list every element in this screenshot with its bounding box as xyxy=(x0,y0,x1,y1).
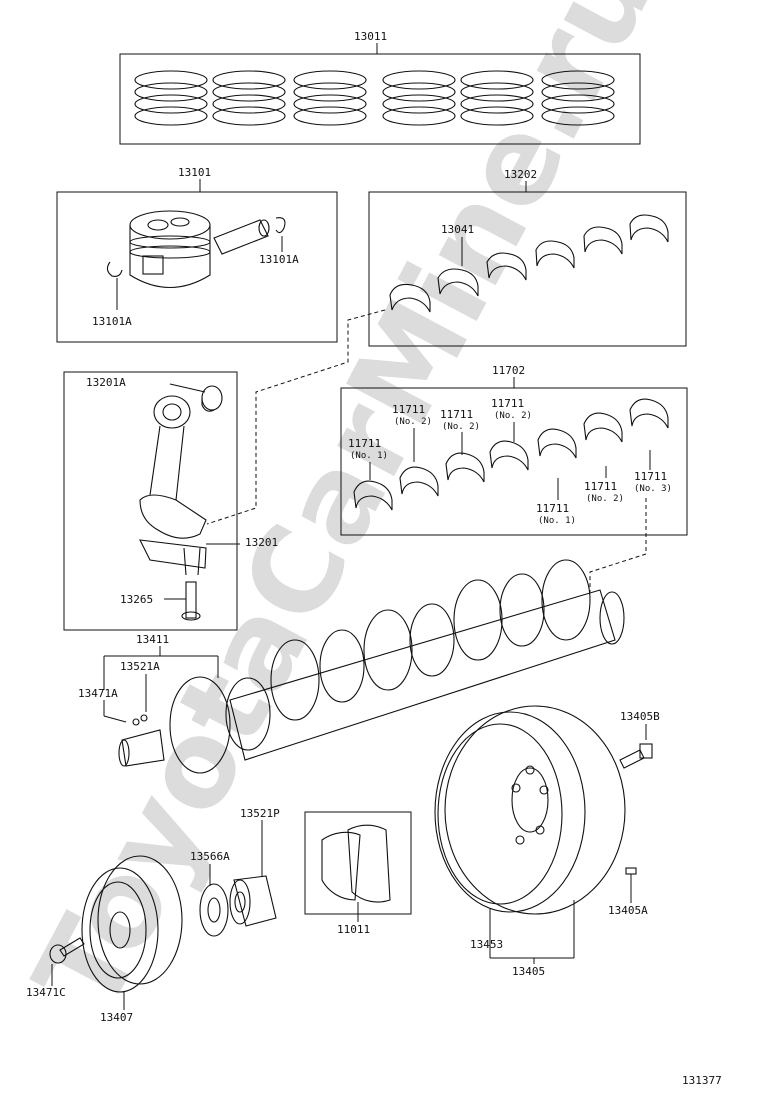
figure-number: 131377 xyxy=(682,1074,722,1087)
label-13101A-right: 13101A xyxy=(259,253,299,266)
main-bearing-shells-icon xyxy=(353,398,669,511)
label-11011: 11011 xyxy=(337,923,370,936)
label-11711-f: 11711 xyxy=(584,480,617,493)
flywheel-group: 13405B 13405A 13453 13405 xyxy=(434,705,660,978)
label-11711-g: 11711 xyxy=(634,470,667,483)
pulley-bolt-icon xyxy=(49,937,85,964)
label-11711-d: 11711 xyxy=(491,397,524,410)
conrod-bolt-icon xyxy=(181,581,201,621)
label-13521P: 13521P xyxy=(240,807,280,820)
crankshaft-group: 13411 13521A 13471A xyxy=(78,559,625,774)
crank-washer-icon xyxy=(199,883,229,937)
conrod-bearing-shells-icon xyxy=(389,214,669,313)
main-bearing-box xyxy=(340,387,688,536)
piston-ring-set-group: 13011 xyxy=(119,30,641,145)
label-13407: 13407 xyxy=(100,1011,133,1024)
clip-left-icon xyxy=(106,261,123,277)
label-13101A-left: 13101A xyxy=(92,315,132,328)
crank-gear-icon xyxy=(229,875,277,927)
piston-icon xyxy=(129,210,211,289)
label-11711-f-sub: (No. 2) xyxy=(586,494,624,504)
label-11711-a: 11711 xyxy=(348,437,381,450)
conrod-bearing-box xyxy=(368,191,687,347)
flywheel-bolt-icon xyxy=(619,743,653,769)
label-11711-e-sub: (No. 1) xyxy=(538,516,576,526)
piston-ring-box xyxy=(119,53,641,145)
label-13201A: 13201A xyxy=(86,376,126,389)
thrust-washer-group: 11011 xyxy=(304,811,412,936)
label-13411: 13411 xyxy=(136,633,169,646)
label-13405: 13405 xyxy=(512,965,545,978)
label-13201: 13201 xyxy=(245,536,278,549)
connecting-rod-group: 13201A 13201 13265 xyxy=(63,371,278,631)
connecting-rod-box xyxy=(63,371,238,631)
label-13041: 13041 xyxy=(441,223,474,236)
label-11711-c-sub: (No. 2) xyxy=(442,422,480,432)
front-parts-group: 13521P 13566A 13407 13471C xyxy=(26,807,280,1024)
label-13202: 13202 xyxy=(504,168,537,181)
ring-gear-pin-icon xyxy=(625,867,637,875)
clip-right-icon xyxy=(275,217,286,234)
label-13011: 13011 xyxy=(354,30,387,43)
label-13405A: 13405A xyxy=(608,904,648,917)
label-11711-a-sub: (No. 1) xyxy=(350,451,388,461)
main-bearing-group: 11702 11711 (No. 2) 11711 (No. 2) 11711 … xyxy=(340,364,688,536)
label-11711-c: 11711 xyxy=(440,408,473,421)
conrod-bush-icon xyxy=(201,385,223,412)
piston-rings-icon xyxy=(134,70,615,126)
label-13453: 13453 xyxy=(470,938,503,951)
crank-pulley-icon xyxy=(81,855,183,993)
label-13566A: 13566A xyxy=(190,850,230,863)
label-13405B: 13405B xyxy=(620,710,660,723)
label-11702: 11702 xyxy=(492,364,525,377)
label-13101: 13101 xyxy=(178,166,211,179)
crankshaft-icon xyxy=(118,559,625,774)
piston-group: 13101 13101A 13101A xyxy=(56,166,338,343)
label-11711-e: 11711 xyxy=(536,502,569,515)
label-13521A: 13521A xyxy=(120,660,160,673)
thrust-washer-icon xyxy=(321,824,391,903)
flywheel-icon xyxy=(434,705,626,915)
connecting-rod-icon xyxy=(139,395,207,576)
label-13471C: 13471C xyxy=(26,986,66,999)
label-11711-b: 11711 xyxy=(392,403,425,416)
conrod-bearing-group: 13202 13041 xyxy=(368,168,687,347)
piston-pin-icon xyxy=(213,219,270,255)
label-13265: 13265 xyxy=(120,593,153,606)
label-11711-g-sub: (No. 3) xyxy=(634,484,672,494)
guide-line-bearing-to-crank xyxy=(589,498,647,592)
guide-line-rod-to-bearing xyxy=(206,309,386,525)
label-11711-b-sub: (No. 2) xyxy=(394,417,432,427)
label-11711-d-sub: (No. 2) xyxy=(494,411,532,421)
label-13471A: 13471A xyxy=(78,687,118,700)
piston-box xyxy=(56,191,338,343)
